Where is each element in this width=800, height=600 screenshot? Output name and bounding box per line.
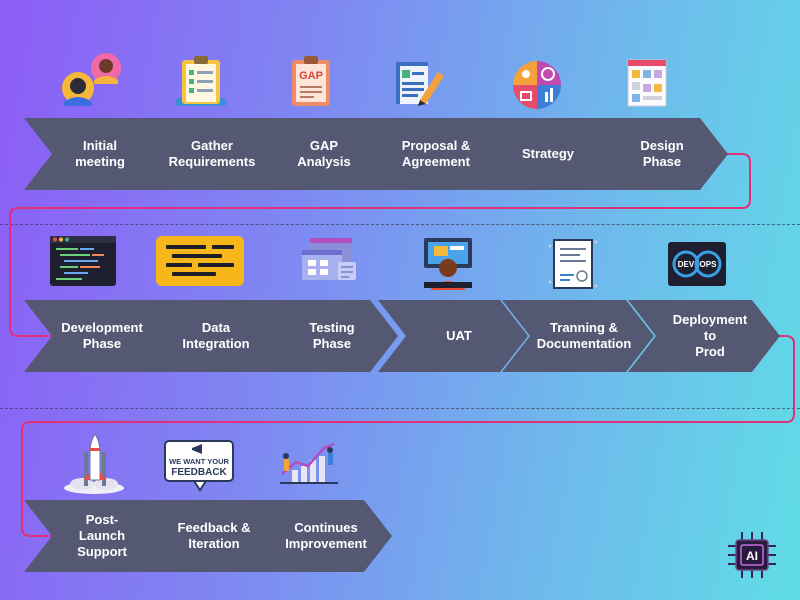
strategy-quadrant-icon [513,61,561,109]
step-label: Strategy [521,146,575,161]
step-label: Initial meeting [75,138,125,169]
clipboard-checklist-icon [176,56,226,106]
gap-document-icon: GAP [292,56,330,106]
step-uat: UAT [378,300,528,372]
step-label: Data Integration [182,320,250,351]
testing-windows-icon [302,238,356,280]
step-initial-meeting: Initial meeting [24,118,164,190]
row-divider-1 [0,224,800,225]
user-computer-icon [424,238,472,290]
design-layout-icon [627,59,667,107]
step-label: Gather Requirements [168,138,256,169]
dev-label: DEV [678,260,695,269]
step-label: Post-Launch Support [77,512,127,559]
step-label: Continues Improvement [285,520,367,551]
meeting-people-icon [62,53,121,106]
document-pen-icon [396,62,444,106]
step-data-integration: Data Integration [138,300,282,372]
data-lines-icon [156,236,244,286]
step-label: Design Phase [640,138,684,169]
ai-label: AI [746,549,758,563]
feedback-line2: FEEDBACK [171,467,227,478]
step-label: UAT [446,328,472,343]
feedback-line1: WE WANT YOUR [169,457,229,466]
step-development-phase: Development Phase [24,300,168,372]
step-label: Development Phase [61,320,143,351]
gap-label: GAP [299,70,323,82]
step-label: Testing Phase [309,320,355,351]
step-training-documentation: Tranning & Documentation [502,300,654,372]
step-proposal-agreement: Proposal & Agreement [360,118,500,190]
row-divider-2 [0,408,800,409]
feedback-sign-icon: WE WANT YOUR FEEDBACK [164,440,234,492]
step-label: Deployment to Prod [672,312,748,359]
step-label: Tranning & Documentation [536,320,632,351]
step-label: Feedback & Iteration [177,520,251,551]
devops-infinity-icon: DEV OPS [668,242,726,286]
certificate-document-icon [548,239,598,289]
step-testing-phase: Testing Phase [254,300,398,372]
step-label: Proposal & Agreement [401,138,471,169]
growth-chart-icon [280,442,338,484]
rocket-launch-icon [64,433,124,494]
ai-chip-icon: AI [728,532,776,578]
ops-label: OPS [700,260,718,269]
code-editor-icon [50,236,116,286]
step-label: GAP Analysis [297,138,351,169]
